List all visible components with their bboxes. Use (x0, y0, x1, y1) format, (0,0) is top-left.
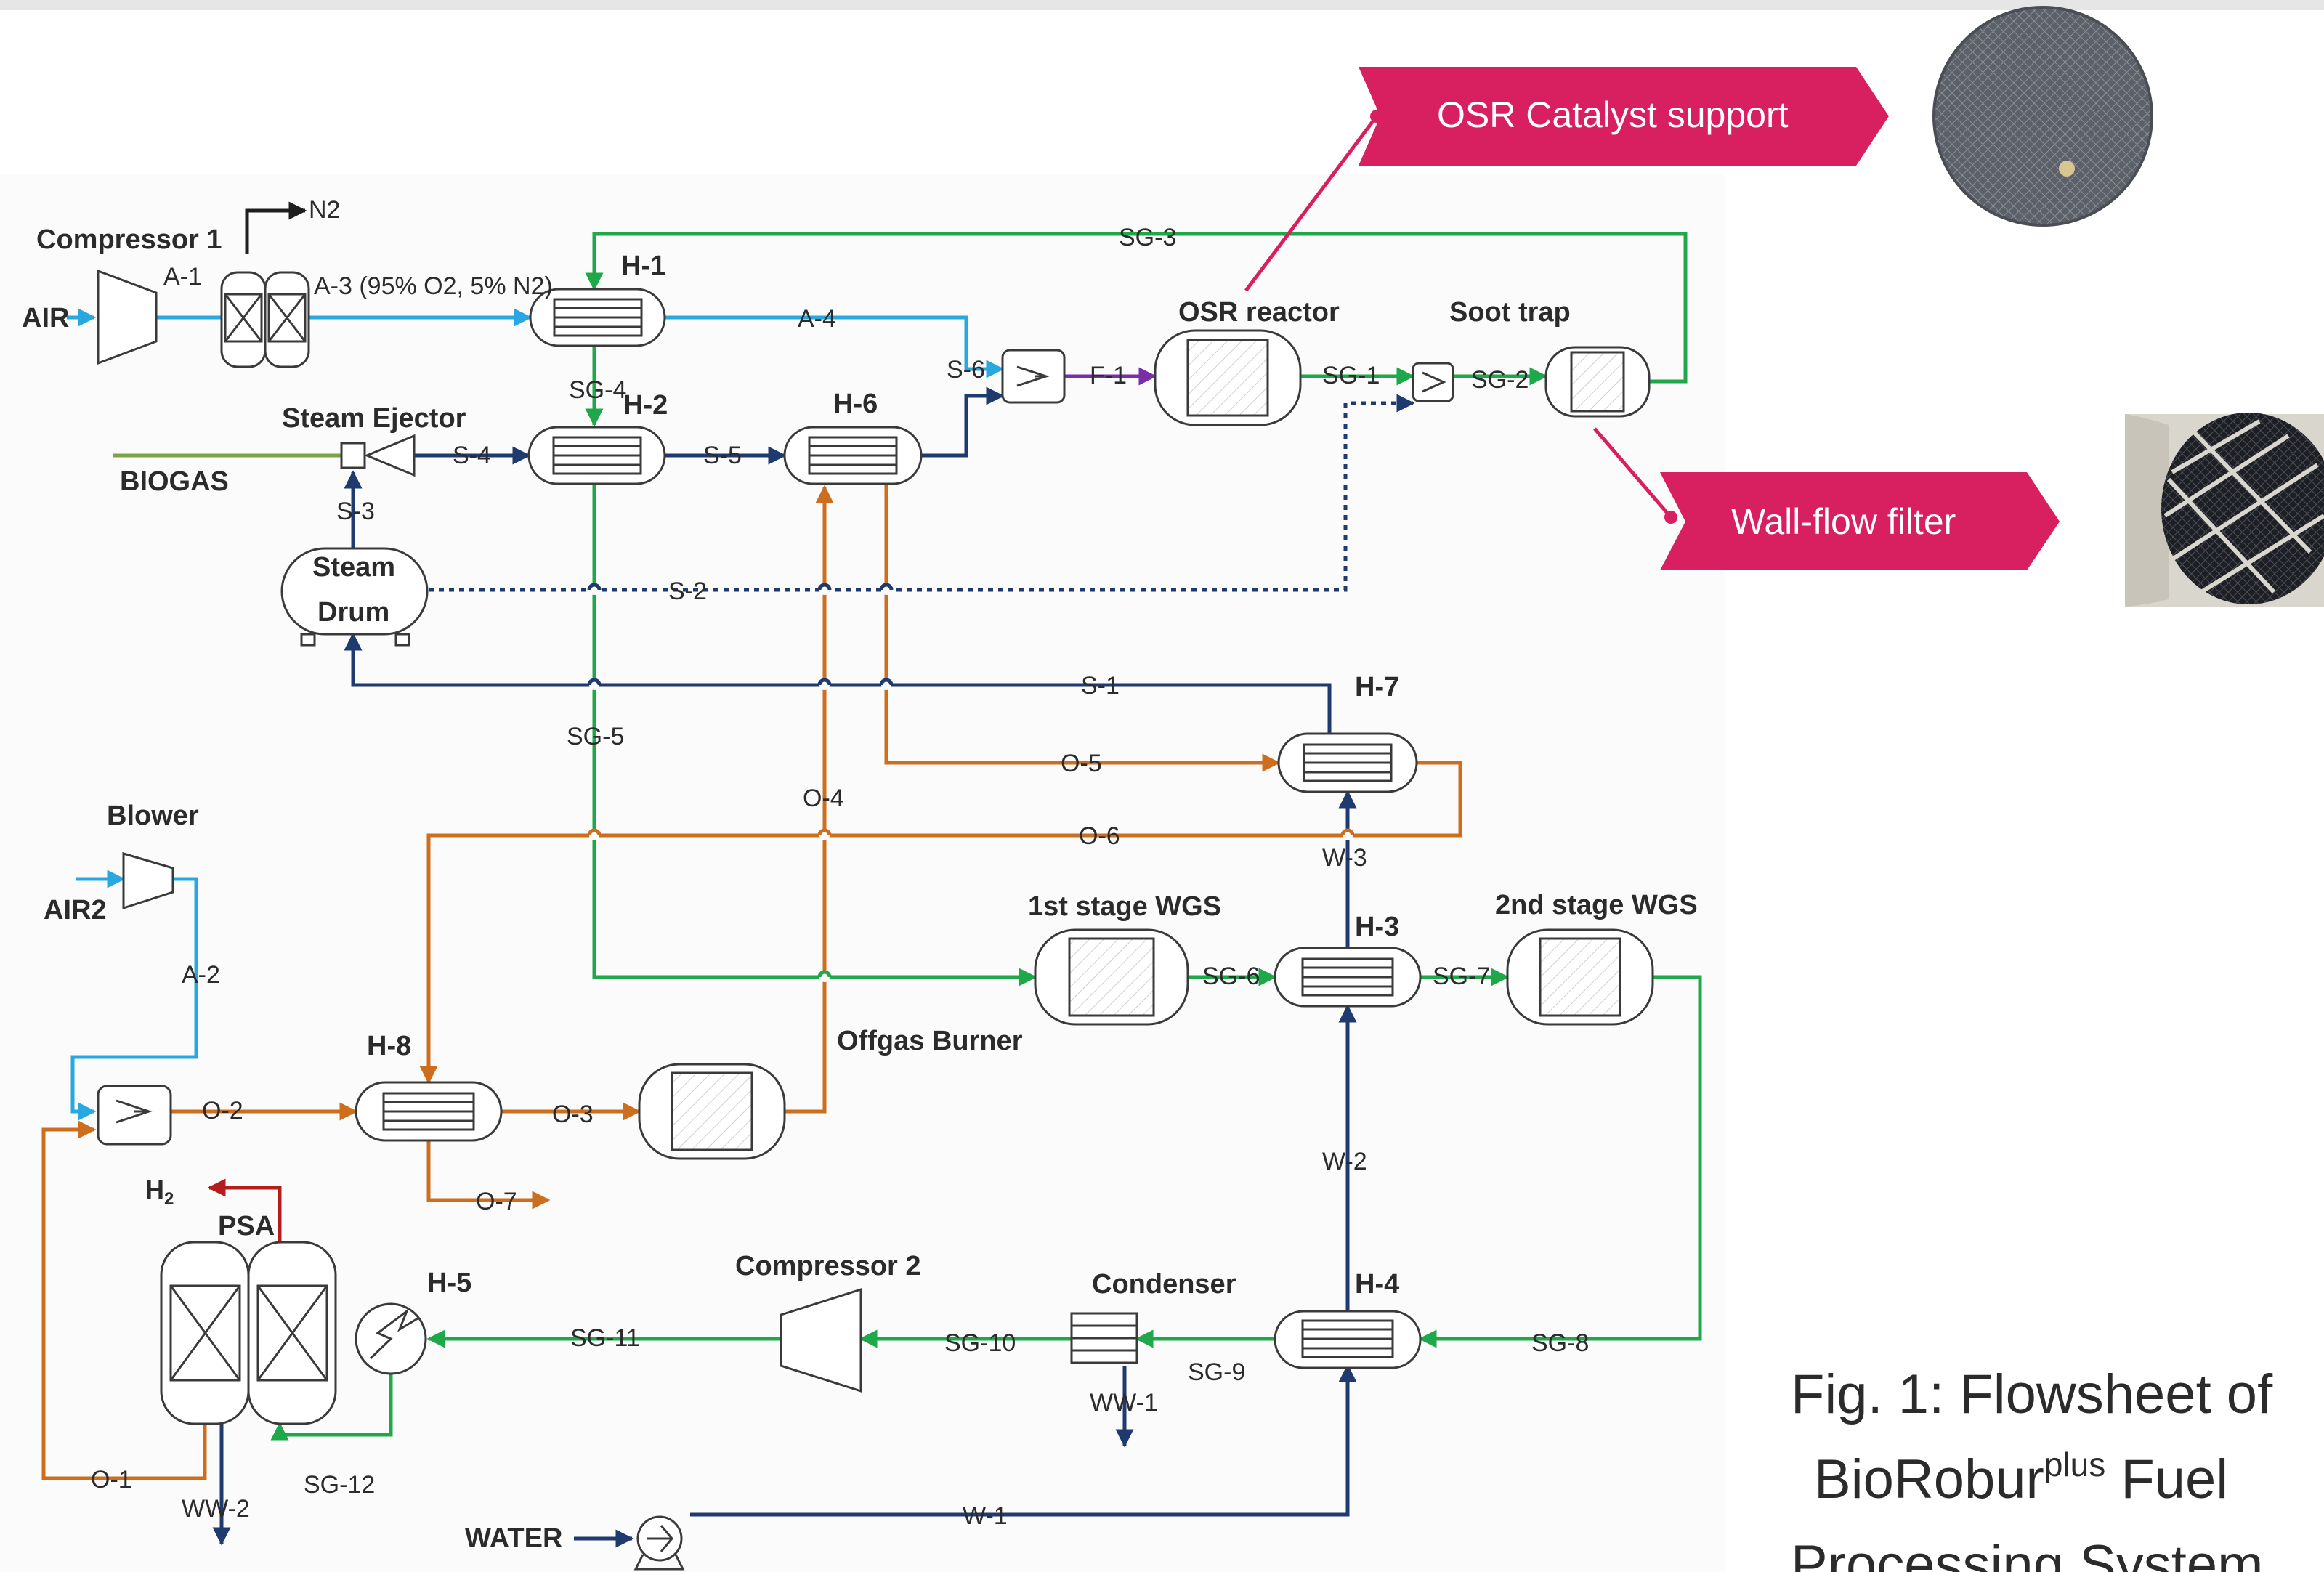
tag-sg12: SG-12 (304, 1471, 375, 1499)
figure-caption: Fig. 1: Flowsheet of BioRoburplus Fuel P… (1791, 1364, 2273, 1572)
tag-ww2: WW-2 (182, 1495, 250, 1523)
tag-sg8: SG-8 (1531, 1329, 1589, 1357)
label-blower: Blower (107, 801, 199, 831)
tag-o2: O-2 (202, 1097, 243, 1125)
tag-s2: S-2 (668, 578, 707, 605)
tag-w3: W-3 (1322, 844, 1367, 872)
tag-a1: A-1 (163, 263, 202, 291)
heat-exchanger-h7 (1279, 734, 1417, 792)
label-steam-drum-2: Drum (317, 597, 389, 628)
tag-o6: O-6 (1079, 822, 1120, 850)
condenser (1072, 1313, 1137, 1363)
cooler-h5 (356, 1304, 426, 1374)
caption-line-2: BioRoburplus Fuel (1814, 1446, 2228, 1510)
heat-exchanger-h3 (1275, 948, 1420, 1006)
tag-sg9: SG-9 (1188, 1358, 1245, 1386)
tag-sg7: SG-7 (1433, 963, 1490, 990)
label-h4: H-4 (1355, 1269, 1399, 1300)
tag-ww1: WW-1 (1090, 1389, 1158, 1417)
label-biogas: BIOGAS (120, 466, 229, 497)
air-separation-unit (222, 272, 309, 367)
heat-exchanger-h4 (1275, 1311, 1420, 1368)
tag-o3: O-3 (552, 1101, 594, 1128)
label-steam-ejector: Steam Ejector (282, 403, 466, 434)
tag-s5: S-5 (703, 442, 742, 469)
wgs-stage-2 (1507, 930, 1653, 1024)
tag-s1: S-1 (1081, 672, 1120, 700)
tag-sg6: SG-6 (1202, 963, 1260, 990)
tag-a4: A-4 (798, 305, 836, 333)
label-compressor-1: Compressor 1 (36, 224, 222, 255)
tag-sg11: SG-11 (570, 1324, 640, 1352)
tag-sg4: SG-4 (569, 376, 626, 404)
label-air: AIR (22, 303, 69, 333)
callout-wall-flow-label: Wall-flow filter (1731, 501, 1956, 542)
label-stage1-wgs: 1st stage WGS (1028, 891, 1221, 922)
label-offgas-burner: Offgas Burner (837, 1026, 1023, 1056)
wall-flow-filter-photo (2125, 413, 2324, 607)
label-h8: H-8 (367, 1031, 411, 1061)
osr-catalyst-photo (1934, 7, 2152, 225)
tag-a2: A-2 (182, 961, 220, 989)
tag-a3: A-3 (95% O2, 5% N2) (314, 272, 553, 300)
psa-unit (161, 1242, 336, 1424)
tag-s3: S-3 (336, 498, 375, 525)
heat-exchanger-h6 (785, 427, 921, 484)
tag-o4: O-4 (803, 785, 844, 812)
label-compressor-2: Compressor 2 (735, 1251, 921, 1281)
label-h5: H-5 (427, 1268, 471, 1298)
label-stage2-wgs: 2nd stage WGS (1495, 890, 1698, 920)
label-h2: H-2 (623, 390, 668, 421)
offgas-burner (639, 1064, 785, 1159)
label-air2: AIR2 (44, 895, 107, 925)
callout-osr-support-label: OSR Catalyst support (1437, 94, 1789, 135)
tag-sg5: SG-5 (567, 723, 624, 750)
label-water: WATER (465, 1523, 562, 1554)
tag-o7: O-7 (476, 1188, 517, 1215)
osr-reactor (1155, 331, 1300, 425)
wgs-stage-1 (1035, 930, 1188, 1024)
tag-sg10: SG-10 (944, 1329, 1016, 1357)
label-soot-trap: Soot trap (1449, 297, 1571, 328)
label-h6: H-6 (833, 389, 878, 419)
tag-w2: W-2 (1322, 1148, 1367, 1175)
caption-line-1: Fig. 1: Flowsheet of (1791, 1364, 2273, 1425)
heat-exchanger-h2 (529, 427, 665, 484)
mixer-3 (98, 1086, 171, 1144)
soot-trap (1546, 347, 1649, 416)
label-h1: H-1 (621, 251, 665, 281)
label-steam-drum-1: Steam (312, 552, 395, 583)
mixer-1 (1003, 350, 1064, 402)
tag-sg3: SG-3 (1119, 224, 1176, 251)
mixer-2 (1413, 363, 1453, 401)
label-n2: N2 (309, 196, 340, 224)
label-h3: H-3 (1355, 912, 1399, 942)
tag-o5: O-5 (1061, 750, 1102, 777)
tag-sg1: SG-1 (1322, 362, 1380, 389)
heat-exchanger-h8 (356, 1082, 501, 1140)
label-osr-reactor: OSR reactor (1178, 297, 1340, 328)
tag-sg2: SG-2 (1471, 366, 1529, 394)
label-h7: H-7 (1355, 672, 1399, 702)
tag-s4: S-4 (453, 442, 491, 469)
label-condenser: Condenser (1092, 1269, 1236, 1300)
caption-line-3: Processing System (1791, 1534, 2263, 1572)
tag-w1: W-1 (963, 1502, 1008, 1530)
tag-s6: S-6 (947, 356, 985, 384)
label-psa: PSA (218, 1211, 275, 1241)
tag-o1: O-1 (91, 1466, 132, 1494)
tag-f1: F-1 (1090, 362, 1127, 389)
